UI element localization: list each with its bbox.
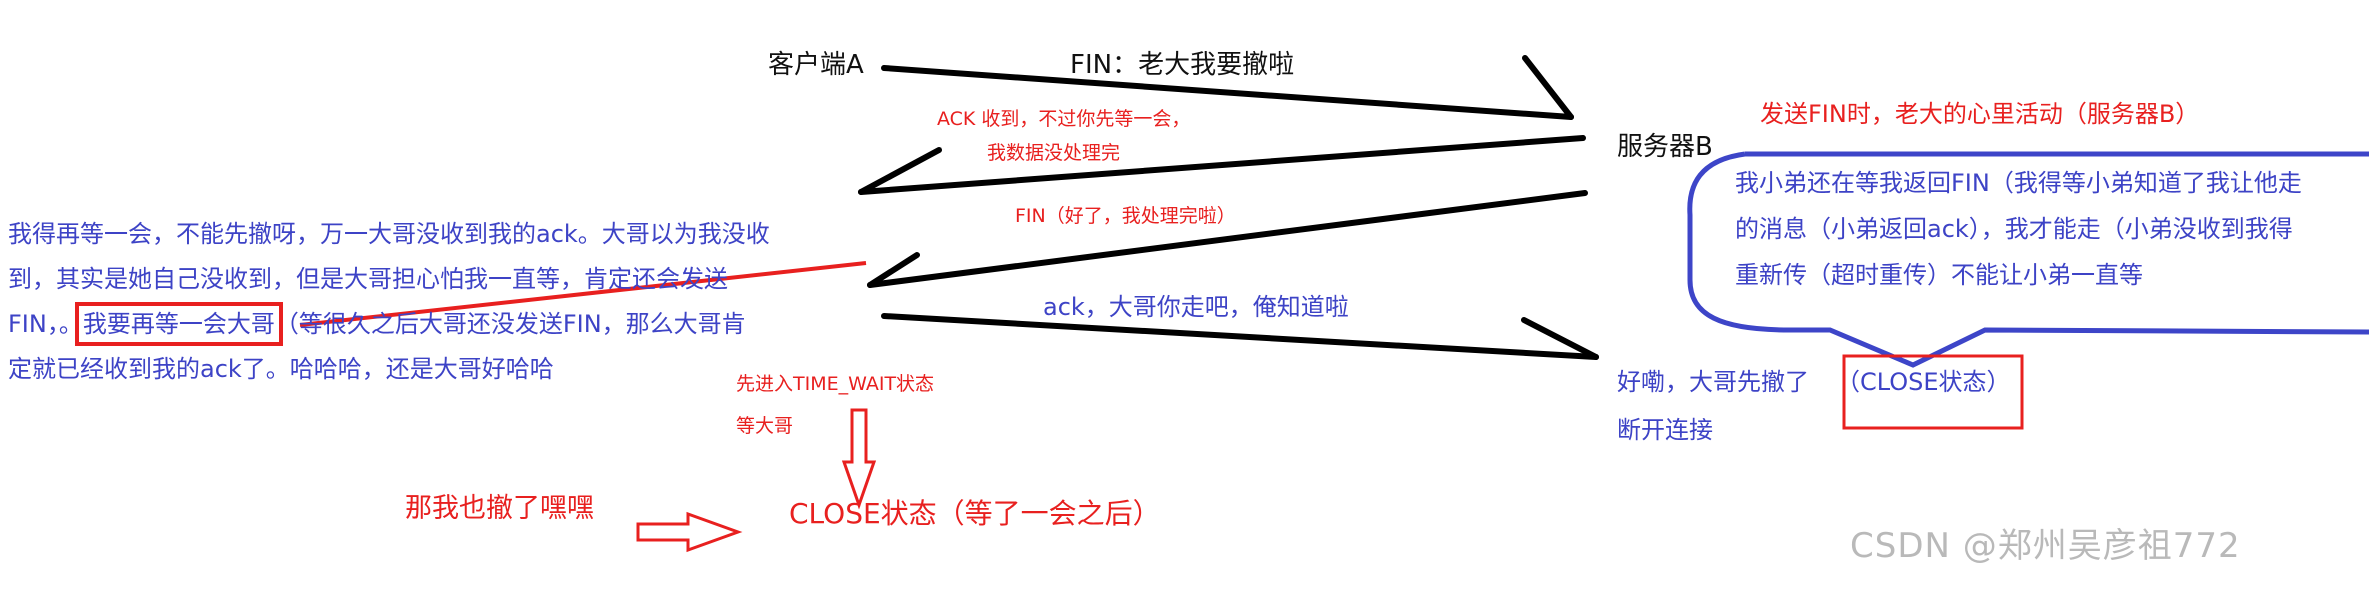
client-close-state: CLOSE状态（等了一会之后） <box>789 497 1161 530</box>
client-thoughts-line: 我得再等一会，不能先撤呀，万一大哥没收到我的ack。大哥以为我没收 <box>8 220 770 248</box>
line3-pre: FIN，。 <box>8 310 83 338</box>
speech-bubble <box>1687 151 2369 368</box>
time-wait-line2: 等大哥 <box>736 415 794 437</box>
server-label: 服务器B <box>1617 132 1713 162</box>
arrow-fin-server-to-client <box>867 190 1588 288</box>
fin1-label: FIN：老大我要撤啦 <box>1070 50 1295 80</box>
down-hollow-arrow <box>841 408 877 510</box>
ack2-label: ack，大哥你走吧，俺知道啦 <box>1043 293 1349 321</box>
server-thoughts-text: 我小弟还在等我返回FIN（我得等小弟知道了我让他走 的消息（小弟返回ack），我… <box>1735 160 2302 298</box>
arrow-ack-client-to-server <box>881 313 1599 360</box>
ack1-label-line2: 我数据没处理完 <box>987 142 1121 164</box>
time-wait-line1: 先进入TIME_WAIT状态 <box>736 373 935 395</box>
strike-line <box>299 261 867 327</box>
close-state-box <box>1842 354 2024 430</box>
client-label: 客户端A <box>768 50 864 80</box>
arrow-fin-client-to-server <box>881 55 1574 120</box>
line3-post: （等很久之后大哥还没发送FIN，那么大哥肯 <box>274 310 746 338</box>
client-leave-text: 那我也撤了嘿嘿 <box>405 493 594 524</box>
bubble-line: 的消息（小弟返回ack），我才能走（小弟没收到我得 <box>1735 215 2293 243</box>
server-close-line1: 好嘞，大哥先撤了 <box>1617 368 1809 396</box>
fin2-label: FIN（好了，我处理完啦） <box>1015 205 1236 227</box>
server-thoughts-title: 发送FIN时，老大的心里活动（服务器B） <box>1760 100 2200 128</box>
ack1-label-line1: ACK 收到，不过你先等一会， <box>937 108 1191 130</box>
client-thoughts-line: FIN，。我要再等一会大哥（等很久之后大哥还没发送FIN，那么大哥肯 <box>8 302 770 347</box>
watermark: CSDN @郑州吴彦祖772 <box>1850 526 2241 566</box>
arrow-ack-server-to-client <box>858 135 1586 195</box>
server-close-line2: 断开连接 <box>1617 416 1713 444</box>
bubble-line: 重新传（超时重传）不能让小弟一直等 <box>1735 261 2143 289</box>
client-thoughts-line: 定就已经收到我的ack了。哈哈哈，还是大哥好哈哈 <box>8 355 554 383</box>
client-thoughts-line: 到，其实是她自己没收到，但是大哥担心怕我一直等，肯定还会发送 <box>8 265 728 293</box>
right-hollow-arrow <box>636 511 743 553</box>
boxed-phrase: 我要再等一会大哥 <box>74 302 283 346</box>
server-close-state: （CLOSE状态） <box>1836 368 2011 396</box>
bubble-line: 我小弟还在等我返回FIN（我得等小弟知道了我让他走 <box>1735 169 2302 197</box>
client-thoughts: 我得再等一会，不能先撤呀，万一大哥没收到我的ack。大哥以为我没收 到，其实是她… <box>8 212 770 392</box>
